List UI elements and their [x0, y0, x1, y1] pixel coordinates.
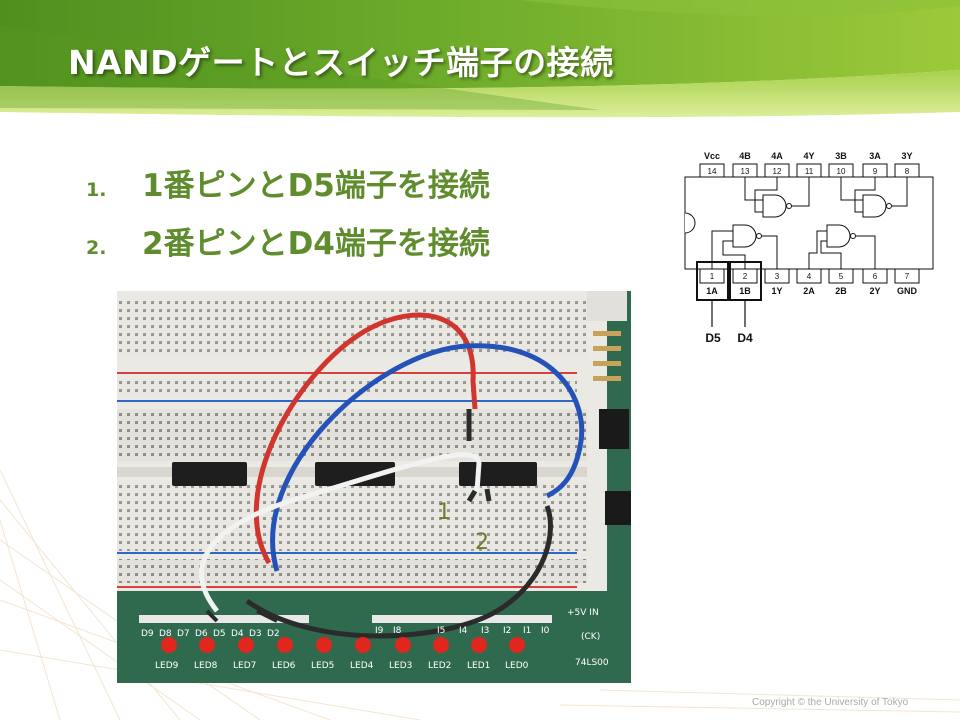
pin-number: 9 — [873, 167, 878, 176]
board-label: D3 — [249, 629, 262, 639]
board-label: I4 — [459, 626, 468, 636]
led-label: LED4 — [350, 661, 374, 671]
step-text: 1番ピンとD5端子を接続 — [142, 168, 490, 204]
pin-number: 12 — [773, 167, 782, 176]
list-item: 2. 2番ピンとD4端子を接続 — [86, 218, 490, 276]
breadboard-photo: 1 2 D9 D8 D7 D6 D5 D4 D3 D2 I9 I8 I5 I4 … — [117, 291, 631, 683]
board-label: D7 — [177, 629, 190, 639]
pin-number: 5 — [839, 272, 844, 281]
list-item: 1. 1番ピンとD5端子を接続 — [86, 160, 490, 218]
pin-number: 6 — [873, 272, 878, 281]
board-label: I0 — [541, 626, 550, 636]
pin-label: 3Y — [901, 151, 912, 161]
step-number: 1. — [86, 179, 107, 201]
pin-label: 4B — [739, 151, 751, 161]
pin-label: 2B — [835, 286, 847, 296]
board-label: D8 — [159, 629, 172, 639]
pin-number: 8 — [905, 167, 910, 176]
pin-label: 4A — [771, 151, 783, 161]
board-label: I2 — [503, 626, 511, 636]
callout-pin2: 2 — [475, 530, 489, 555]
led-label: LED0 — [505, 661, 529, 671]
nand-pinout-diagram: Vcc 4B 4A 4Y 3B 3A 3Y 14 13 12 11 10 9 8 — [684, 151, 934, 345]
board-label: I5 — [437, 626, 445, 636]
step-text: 2番ピンとD4端子を接続 — [142, 226, 490, 262]
pin-label: 2Y — [869, 286, 880, 296]
led-label: LED9 — [155, 661, 179, 671]
led-label: LED8 — [194, 661, 218, 671]
pin-number: 13 — [741, 167, 750, 176]
pin-label: Vcc — [704, 151, 720, 161]
led-label: LED6 — [272, 661, 296, 671]
pin-label: GND — [897, 286, 918, 296]
pin-number: 14 — [708, 167, 717, 176]
step-number: 2. — [86, 237, 107, 259]
terminal-label: D4 — [737, 331, 753, 345]
callout-pin1: 1 — [437, 500, 451, 525]
ck-label: (CK) — [581, 632, 600, 642]
pin-number: 10 — [837, 167, 846, 176]
board-label: D5 — [213, 629, 226, 639]
power-label: +5V IN — [567, 608, 599, 618]
chip-label: 74LS00 — [575, 658, 609, 668]
terminal-label: D5 — [705, 331, 721, 345]
pin-label: 4Y — [803, 151, 814, 161]
pin-label: 1A — [706, 286, 718, 296]
led-label: LED3 — [389, 661, 412, 671]
board-label: D9 — [141, 629, 154, 639]
board-label: I9 — [375, 626, 384, 636]
pin-number: 11 — [805, 167, 814, 176]
pin-label: 1B — [739, 286, 751, 296]
pin-number: 4 — [807, 272, 812, 281]
pin-number: 3 — [775, 272, 780, 281]
board-label: D4 — [231, 629, 244, 639]
pin-number: 2 — [743, 272, 748, 281]
led-label: LED7 — [233, 661, 256, 671]
pin-number: 1 — [710, 272, 715, 281]
copyright-notice: Copyright © the University of Tokyo — [752, 697, 909, 708]
pin-number: 7 — [905, 272, 910, 281]
pin-label: 2A — [803, 286, 815, 296]
board-label: I1 — [523, 626, 531, 636]
led-label: LED1 — [467, 661, 490, 671]
slide-title: NANDゲートとスイッチ端子の接続 — [68, 43, 614, 82]
led-label: LED2 — [428, 661, 451, 671]
pin-label: 3B — [835, 151, 847, 161]
pin-label: 3A — [869, 151, 881, 161]
board-label: I8 — [393, 626, 402, 636]
led-label: LED5 — [311, 661, 334, 671]
step-list: 1. 1番ピンとD5端子を接続 2. 2番ピンとD4端子を接続 — [86, 160, 490, 276]
board-label: I3 — [481, 626, 489, 636]
board-label: D2 — [267, 629, 280, 639]
board-label: D6 — [195, 629, 208, 639]
pin-label: 1Y — [771, 286, 782, 296]
